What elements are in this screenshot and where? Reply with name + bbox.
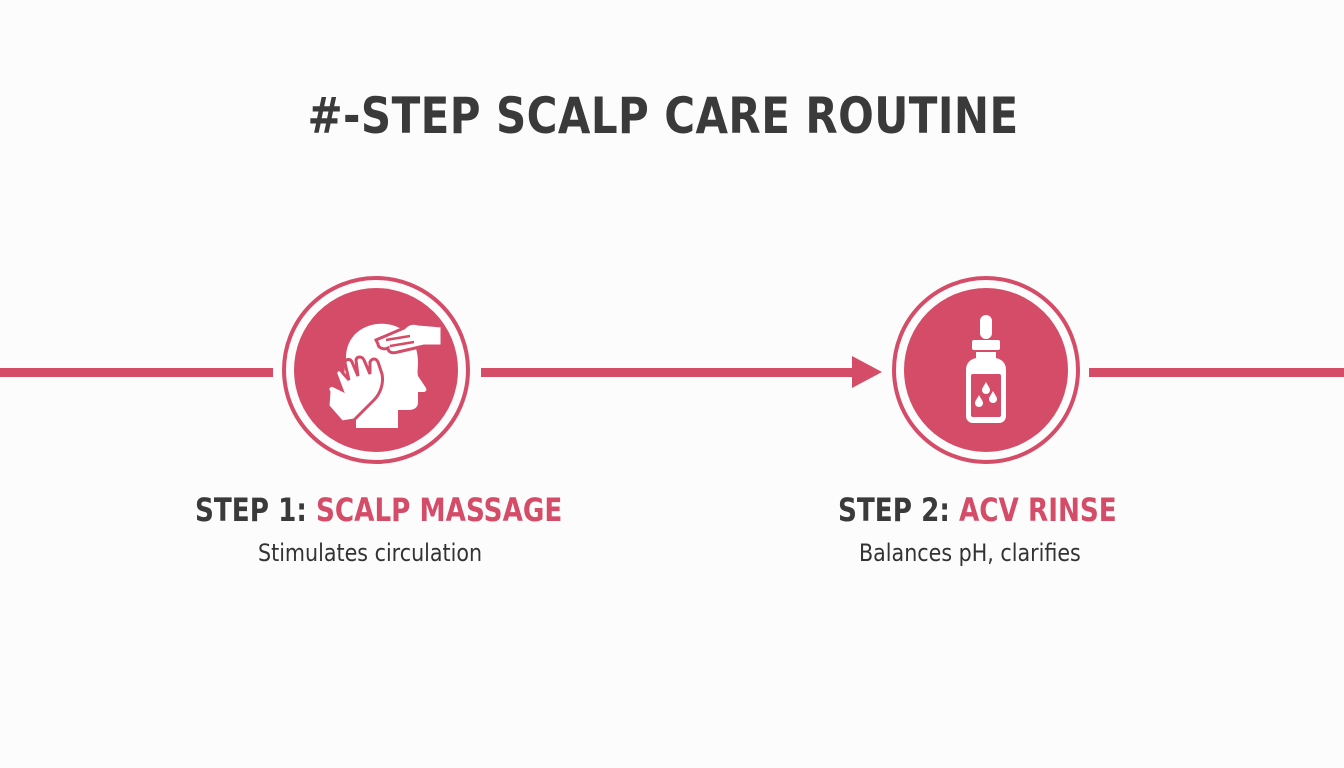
step-2-disc	[904, 288, 1068, 452]
timeline-line-right	[1089, 368, 1344, 377]
step-2-name: ACV RINSE	[958, 491, 1117, 529]
step-1-description: Stimulates circulation	[258, 539, 483, 567]
step-1-heading: STEP 1: SCALP MASSAGE	[195, 490, 562, 530]
step-1-prefix: STEP 1:	[195, 491, 307, 529]
step-1-badge	[282, 276, 470, 464]
scalp-massage-icon	[326, 321, 444, 428]
step-2-badge	[892, 276, 1080, 464]
page-title: #-STEP SCALP CARE ROUTINE	[307, 87, 1019, 145]
timeline-line-middle	[481, 368, 857, 377]
arrow-right-icon	[852, 356, 882, 388]
step-1-name: SCALP MASSAGE	[315, 491, 563, 529]
step-1-disc	[294, 288, 458, 452]
step-2-description: Balances pH, clarifies	[859, 539, 1081, 567]
dropper-bottle-icon	[966, 315, 1006, 423]
step-2-heading: STEP 2: ACV RINSE	[838, 490, 1117, 530]
timeline-line-left	[0, 368, 273, 377]
step-2-prefix: STEP 2:	[838, 491, 950, 529]
